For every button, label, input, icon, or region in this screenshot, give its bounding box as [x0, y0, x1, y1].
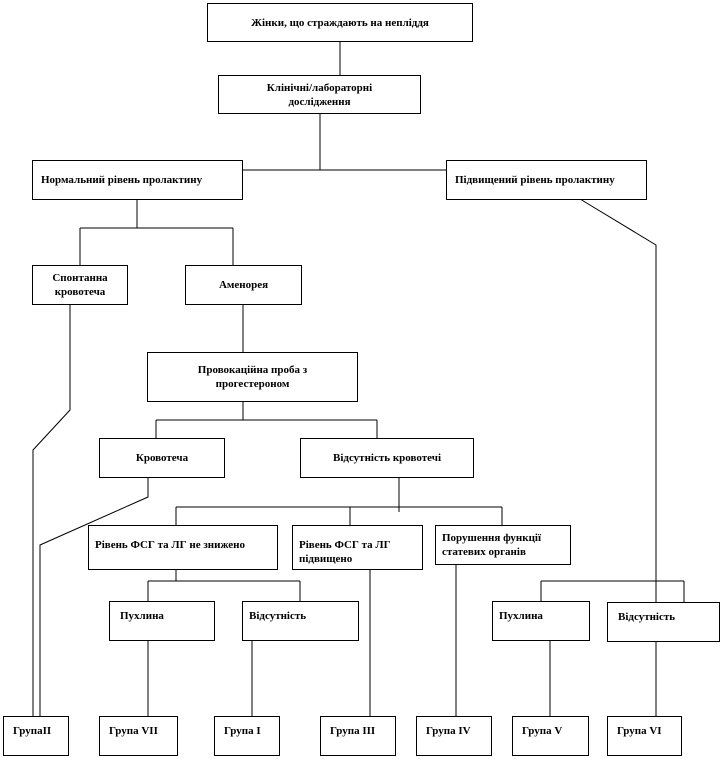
node-spontaneous-bleeding-label: Спонтанна кровотеча: [52, 272, 108, 298]
node-group-2: ГрупаII: [3, 716, 69, 756]
node-fsh-lh-not-reduced: Рівень ФСГ та ЛГ не знижено: [88, 525, 278, 570]
node-tumor-2: Пухлина: [492, 601, 590, 641]
node-fsh-lh-reduced: Рівень ФСГ та ЛГ підвищено: [292, 525, 423, 570]
node-spontaneous-bleeding: Спонтанна кровотеча: [32, 265, 128, 305]
node-bleeding: Кровотеча: [99, 438, 225, 478]
node-group-4-label: Група IV: [426, 725, 471, 737]
node-group-6-label: Група VI: [617, 725, 662, 737]
node-no-bleeding: Відсутність кровотечі: [300, 438, 474, 478]
node-women: Жінки, що страждають на непліддя: [207, 3, 473, 42]
node-group-4: Група IV: [416, 716, 492, 756]
node-high-prolactin-label: Підвищений рівень пролактину: [455, 174, 615, 186]
node-progesterone-test-label: Провокаційна проба з прогестероном: [197, 364, 308, 390]
node-gonad-dysfunction: Порушення функції статевих органів: [435, 525, 571, 565]
node-bleeding-label: Кровотеча: [135, 452, 189, 464]
edge-high-prolactin-down: [579, 198, 657, 602]
node-no-bleeding-label: Відсутність кровотечі: [332, 452, 442, 464]
node-group-3-label: Група III: [330, 725, 376, 737]
node-normal-prolactin: Нормальний рівень пролактину: [32, 160, 243, 200]
node-amenorrhea-label: Аменорея: [218, 279, 269, 291]
node-high-prolactin: Підвищений рівень пролактину: [446, 160, 647, 200]
node-clinical: Клінічні/лабораторні дослідження: [218, 75, 421, 114]
node-absence-1-label: Відсутність: [249, 610, 307, 622]
node-women-label: Жінки, що страждають на непліддя: [251, 16, 429, 29]
node-group-6: Група VI: [607, 716, 682, 756]
node-tumor-1: Пухлина: [109, 601, 215, 641]
node-tumor-1-label: Пухлина: [120, 610, 164, 622]
node-progesterone-test: Провокаційна проба з прогестероном: [147, 352, 358, 402]
node-group-1: Група I: [214, 716, 280, 756]
node-group-5-label: Група V: [522, 725, 563, 737]
node-gonad-dysfunction-label: Порушення функції статевих органів: [442, 532, 542, 558]
node-group-1-label: Група I: [224, 725, 261, 737]
node-amenorrhea: Аменорея: [185, 265, 302, 305]
node-fsh-lh-reduced-label: Рівень ФСГ та ЛГ підвищено: [299, 539, 391, 565]
node-absence-2: Відсутність: [607, 602, 720, 642]
edge-bleeding-group2: [39, 477, 149, 716]
node-group-7-label: Група VII: [109, 725, 158, 737]
node-absence-1: Відсутність: [242, 601, 359, 641]
node-group-5: Група V: [512, 716, 589, 756]
node-normal-prolactin-label: Нормальний рівень пролактину: [41, 174, 203, 186]
node-clinical-label: Клінічні/лабораторні дослідження: [266, 81, 373, 108]
edge-spontaneous-group2: [32, 304, 71, 716]
node-fsh-lh-not-reduced-label: Рівень ФСГ та ЛГ не знижено: [95, 539, 245, 551]
node-tumor-2-label: Пухлина: [499, 610, 543, 622]
node-absence-2-label: Відсутність: [618, 611, 676, 623]
node-group-2-label: ГрупаII: [13, 725, 52, 737]
node-group-7: Група VII: [99, 716, 178, 756]
node-group-3: Група III: [320, 716, 396, 756]
